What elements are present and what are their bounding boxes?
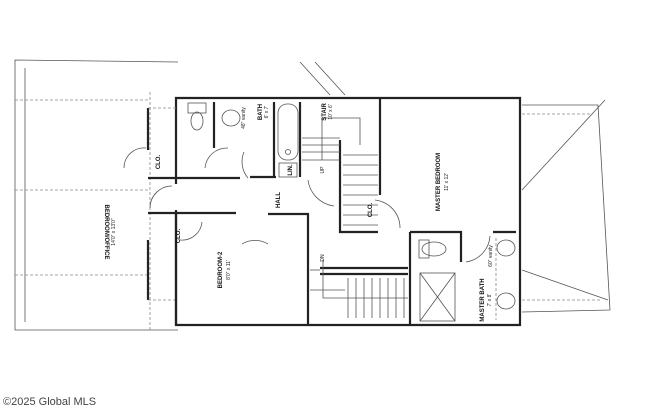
- closet-label-1: CLO.: [156, 155, 162, 170]
- master-sink-2: [496, 292, 516, 310]
- exterior-walls: [146, 92, 522, 330]
- bath-size: 6' x 7': [264, 106, 270, 119]
- closet-label-3: CLO.: [368, 203, 374, 218]
- bathtub: [277, 103, 299, 161]
- sink: [221, 109, 241, 127]
- master-vanity-label: 60" vanity: [488, 245, 494, 267]
- master-toilet-bowl: [421, 241, 447, 257]
- toilet-bowl: [190, 111, 204, 131]
- stairs: [302, 117, 408, 318]
- shower: [419, 272, 456, 322]
- hall-label: HALL: [276, 192, 282, 208]
- bath-label: BATH: [258, 104, 264, 120]
- bedroom-office-size: 14'0" x 13'0": [111, 218, 117, 246]
- roof-outline: [14, 59, 611, 331]
- stair-label: STAIR: [322, 103, 328, 121]
- linen-closet: [278, 162, 298, 178]
- watermark: ©2025 Global MLS: [3, 396, 97, 408]
- closet-label-2: CLO.: [176, 229, 182, 244]
- bath-vanity-label: 48" vanity: [241, 107, 247, 129]
- bedroom-2-label: BEDROOM-2: [218, 251, 224, 288]
- bedroom-office-label: BEDROOM/OFFICE: [103, 205, 109, 260]
- down-label: DN: [320, 254, 326, 262]
- master-bedroom-size: 11' x 12': [444, 173, 450, 191]
- toilet-tank: [187, 102, 207, 114]
- master-bath-label: MASTER BATH: [480, 278, 486, 321]
- master-sink-1: [496, 239, 516, 257]
- stair-size: 10' x 6': [328, 104, 334, 120]
- master-bedroom-label: MASTER BEDROOM: [436, 153, 442, 211]
- fixtures: [187, 102, 516, 322]
- up-label: UP: [320, 166, 326, 174]
- master-toilet-tank: [418, 239, 430, 259]
- linen-label: LIN.: [288, 164, 294, 176]
- door-swings: [123, 147, 491, 263]
- interior-walls: [148, 98, 516, 325]
- master-bath-size: 7' x 8': [487, 294, 493, 307]
- bedroom-2-size: 8'0" x 11': [226, 260, 232, 280]
